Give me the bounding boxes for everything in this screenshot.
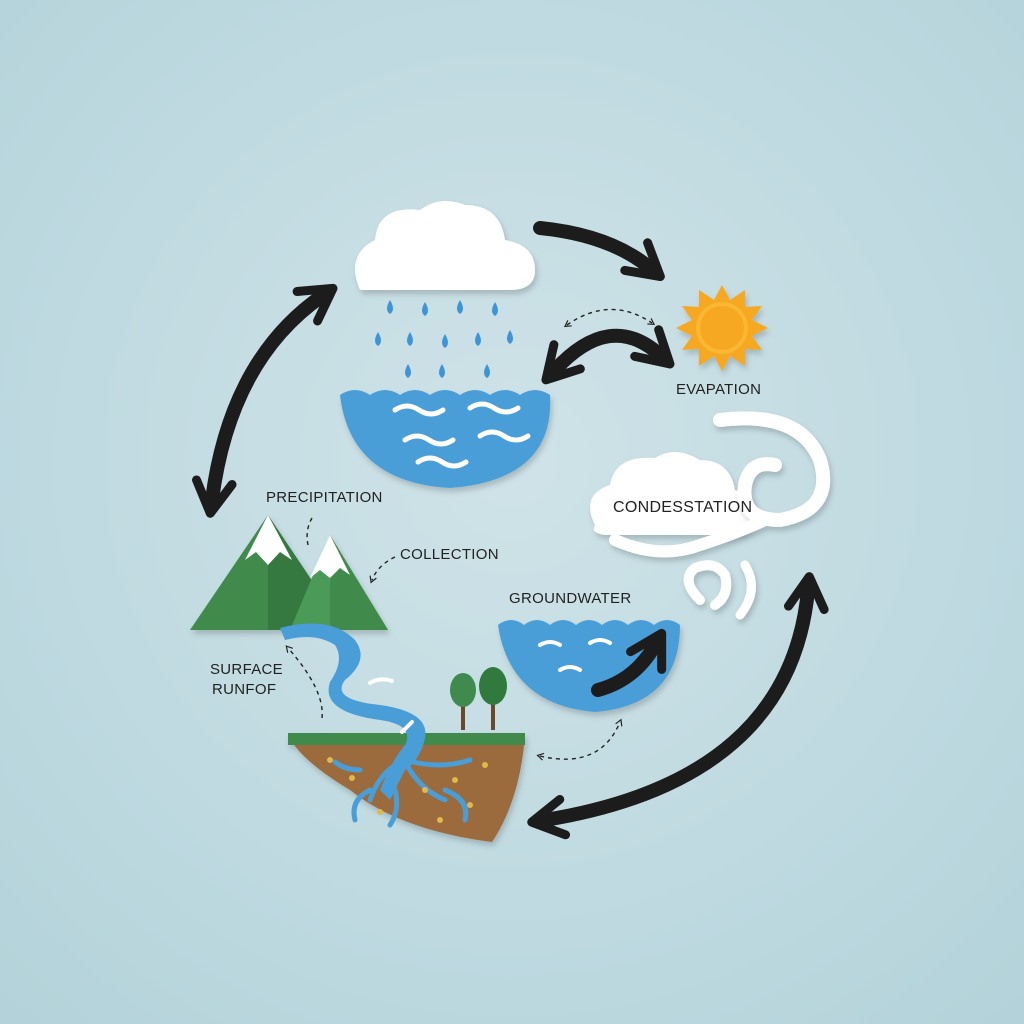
lake-waves-icon bbox=[392, 401, 531, 469]
dashed-arrow-collection bbox=[369, 556, 396, 584]
trees-icon bbox=[450, 667, 507, 730]
label-surface-runoff-line1: SURFACE bbox=[210, 661, 283, 678]
label-groundwater: GROUNDWATER bbox=[509, 590, 632, 607]
mountains-icon bbox=[190, 515, 388, 630]
arrow-lake-sun-exchange bbox=[541, 325, 675, 385]
dashed-line-precipitation bbox=[306, 517, 313, 546]
label-collection: COLLECTION bbox=[400, 546, 499, 563]
sun-icon bbox=[676, 285, 768, 371]
dashed-arrow-evaporation bbox=[563, 308, 656, 328]
dashed-arrow-surface-runoff bbox=[285, 645, 323, 719]
raindrops-icon bbox=[375, 300, 513, 378]
groundwater-pool-icon bbox=[498, 620, 680, 712]
condensation-cloud-icon bbox=[590, 451, 756, 535]
soil-pebbles-icon bbox=[327, 757, 488, 823]
river-icon bbox=[280, 623, 426, 800]
label-precipitation: PRECIPITATION bbox=[266, 489, 383, 506]
groundwater-roots-icon bbox=[332, 757, 473, 828]
arrow-groundwater-up bbox=[591, 628, 667, 697]
arrow-cloud-to-sun bbox=[533, 221, 665, 282]
arrow-right-arc bbox=[527, 572, 829, 840]
rain-cloud-icon bbox=[355, 201, 535, 290]
dashed-connectors bbox=[285, 308, 656, 761]
arrow-left-arc bbox=[192, 283, 338, 518]
lake-water-icon bbox=[340, 390, 551, 488]
label-condensation: CONDESSTATION bbox=[613, 499, 753, 516]
label-evaporation: EVAPATION bbox=[676, 381, 762, 398]
cycle-arrows bbox=[192, 221, 829, 840]
dashed-arrow-groundwater bbox=[536, 718, 623, 761]
label-surface-runoff-line2: RUNFOF bbox=[212, 681, 277, 698]
